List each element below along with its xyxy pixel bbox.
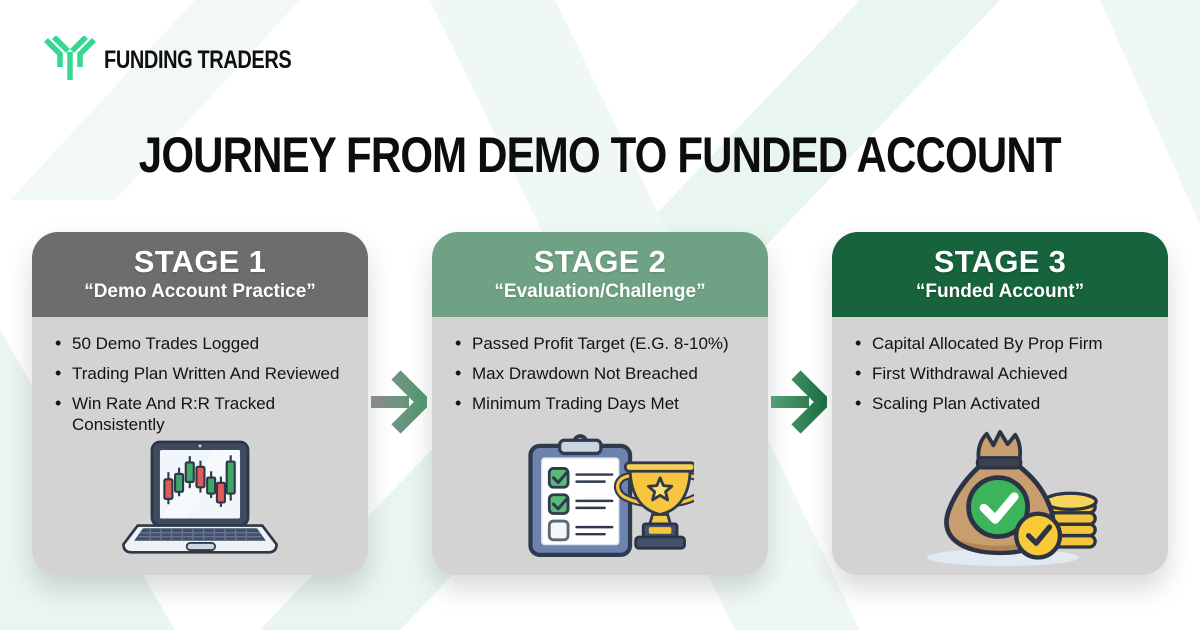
page-title: JOURNEY FROM DEMO TO FUNDED ACCOUNT bbox=[139, 127, 1062, 183]
stage-3-bullet-list: Capital Allocated By Prop Firm First Wit… bbox=[855, 333, 1154, 415]
arrow-stage2-to-stage3-icon bbox=[771, 370, 827, 434]
stage-1-bullet-list: 50 Demo Trades Logged Trading Plan Writt… bbox=[55, 333, 354, 436]
stage-2-subtitle: “Evaluation/Challenge” bbox=[494, 281, 706, 303]
stage-2-bullet-list: Passed Profit Target (E.G. 8-10%) Max Dr… bbox=[455, 333, 754, 415]
stage-2-header: STAGE 2 “Evaluation/Challenge” bbox=[432, 232, 768, 317]
bullet-item: Max Drawdown Not Breached bbox=[455, 363, 754, 385]
stage-1-subtitle: “Demo Account Practice” bbox=[84, 281, 316, 303]
bullet-item: Scaling Plan Activated bbox=[855, 393, 1154, 415]
bullet-item: Passed Profit Target (E.G. 8-10%) bbox=[455, 333, 754, 355]
stage-2-card: STAGE 2 “Evaluation/Challenge” Passed Pr… bbox=[432, 232, 768, 575]
checklist-trophy-icon bbox=[528, 434, 694, 557]
bullet-item: First Withdrawal Achieved bbox=[855, 363, 1154, 385]
brand-logo: FUNDING TRADERS bbox=[44, 36, 338, 84]
stage-3-header: STAGE 3 “Funded Account” bbox=[832, 232, 1168, 317]
bullet-item: Capital Allocated By Prop Firm bbox=[855, 333, 1154, 355]
money-bag-coins-icon bbox=[926, 430, 1098, 567]
stage-1-header: STAGE 1 “Demo Account Practice” bbox=[32, 232, 368, 317]
brand-name: FUNDING TRADERS bbox=[104, 45, 292, 74]
stage-1-label: STAGE 1 bbox=[133, 243, 267, 279]
stage-3-label: STAGE 3 bbox=[933, 243, 1067, 279]
bullet-item: Minimum Trading Days Met bbox=[455, 393, 754, 415]
arrow-stage1-to-stage2-icon bbox=[371, 370, 427, 434]
stage-2-label: STAGE 2 bbox=[533, 243, 667, 279]
bullet-item: 50 Demo Trades Logged bbox=[55, 333, 354, 355]
stage-1-card: STAGE 1 “Demo Account Practice” 50 Demo … bbox=[32, 232, 368, 575]
stage-3-card: STAGE 3 “Funded Account” Capital Allocat… bbox=[832, 232, 1168, 575]
bullet-item: Win Rate And R:R Tracked Consistently bbox=[55, 393, 354, 435]
stage-3-subtitle: “Funded Account” bbox=[915, 281, 1085, 303]
funding-traders-logo-icon bbox=[44, 36, 96, 80]
bullet-item: Trading Plan Written And Reviewed bbox=[55, 363, 354, 385]
laptop-candlestick-chart-icon bbox=[122, 440, 278, 554]
